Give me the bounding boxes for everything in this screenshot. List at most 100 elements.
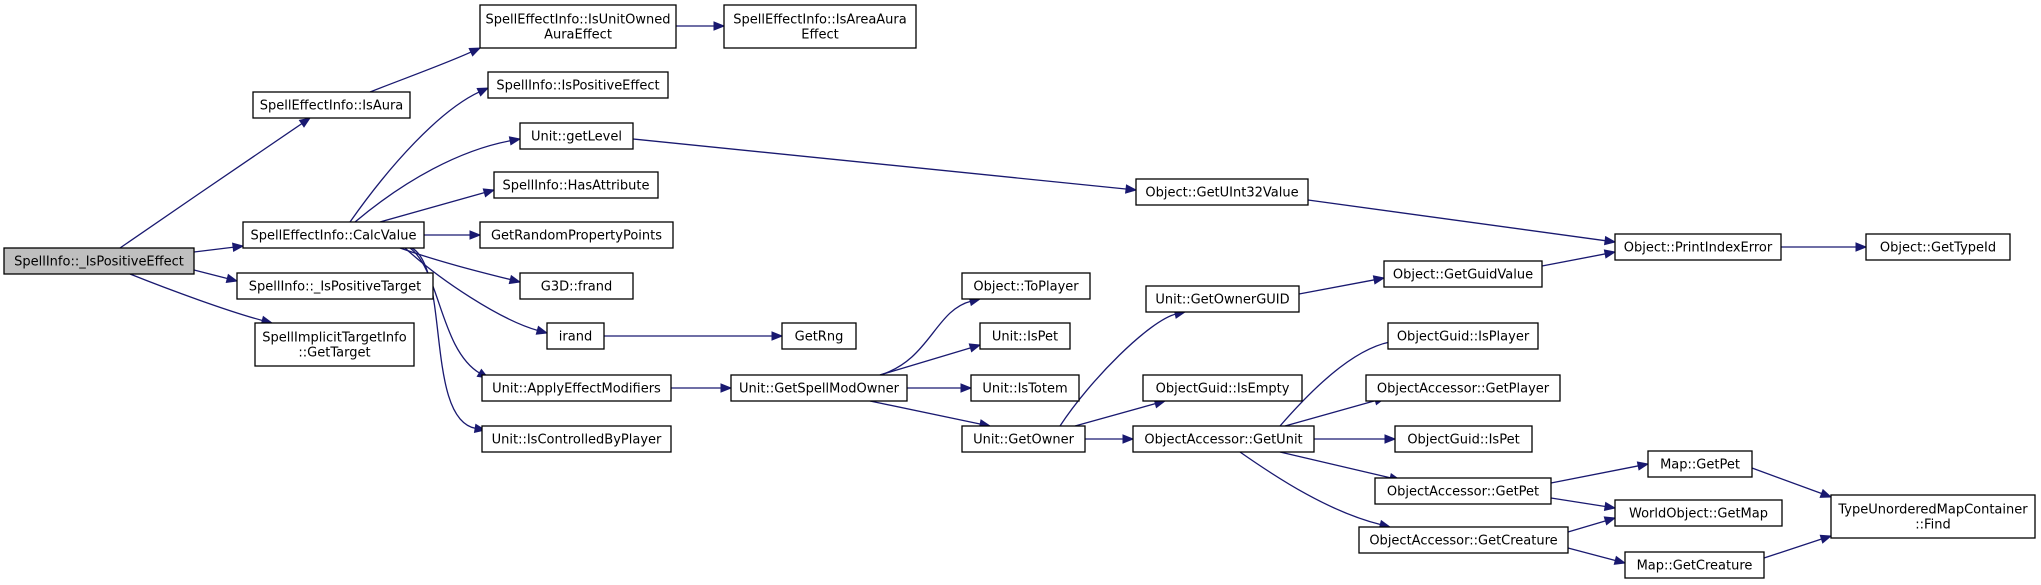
node-box: [1614, 233, 1782, 261]
node-box: [1135, 178, 1309, 206]
arrowhead: [1122, 434, 1135, 444]
arrowhead: [1372, 275, 1386, 285]
edge-line: [1550, 497, 1607, 508]
node-unit-getlevel[interactable]: Unit::getLevel: [519, 122, 634, 150]
node-object-printindexerror[interactable]: Object::PrintIndexError: [1614, 233, 1782, 261]
node-object-getuint32value[interactable]: Object::GetUInt32Value: [1135, 178, 1309, 206]
node-spellinfo-ispositiveeffect[interactable]: SpellInfo::IsPositiveEffect: [487, 71, 669, 99]
node-objectaccessor-getunit[interactable]: ObjectAccessor::GetUnit: [1132, 425, 1315, 453]
edge-objectaccessor-getunit-to-objectguid-ispet: [1314, 434, 1397, 444]
node-label: Unit::IsControlledByPlayer: [492, 433, 662, 448]
node-getrandompropertypoints[interactable]: GetRandomPropertyPoints: [479, 221, 674, 249]
edge-unit-getspellmodowner-to-unit-getowner: [869, 400, 992, 429]
node-irand[interactable]: irand: [546, 322, 605, 350]
node-spelleffectinfo-isaura[interactable]: SpellEffectInfo::IsAura: [252, 91, 411, 119]
arrowhead: [1855, 242, 1868, 252]
node-label: ObjectAccessor::GetUnit: [1144, 433, 1302, 448]
node-unit-getownerguid[interactable]: Unit::GetOwnerGUID: [1145, 285, 1300, 313]
node-box: [1374, 477, 1552, 505]
edge-line: [193, 269, 229, 280]
edge-unit-getspellmodowner-to-unit-ispet: [879, 343, 982, 376]
edge-line: [354, 139, 512, 223]
node-worldobject-getmap[interactable]: WorldObject::GetMap: [1614, 499, 1783, 527]
node-label: ObjectGuid::IsEmpty: [1156, 382, 1290, 397]
arrowhead: [1819, 488, 1833, 498]
node-typeunorderedmapcontainer-find[interactable]: TypeUnorderedMapContainer::Find: [1830, 494, 2036, 539]
node-label: Unit::GetSpellModOwner: [739, 382, 900, 397]
node-box: [1132, 425, 1315, 453]
node-unit-getowner[interactable]: Unit::GetOwner: [961, 425, 1086, 453]
node-spellinfo-ispositiveeffect-private[interactable]: SpellInfo::_IsPositiveEffect: [3, 247, 195, 275]
node-label: Map::GetPet: [1660, 458, 1740, 473]
node-object-getguidvalue[interactable]: Object::GetGuidValue: [1383, 260, 1543, 288]
edge-line: [379, 191, 486, 223]
node-label: SpellInfo::HasAttribute: [502, 179, 649, 194]
node-objectguid-isempty[interactable]: ObjectGuid::IsEmpty: [1142, 374, 1303, 402]
node-unit-istotem[interactable]: Unit::IsTotem: [970, 374, 1080, 402]
node-objectaccessor-getcreature[interactable]: ObjectAccessor::GetCreature: [1358, 526, 1569, 554]
edge-line: [119, 122, 303, 249]
node-getrng[interactable]: GetRng: [781, 322, 857, 350]
node-box: [1365, 374, 1561, 402]
arrowhead: [1819, 534, 1833, 544]
edge-line: [879, 346, 972, 376]
node-unit-ispet[interactable]: Unit::IsPet: [979, 322, 1071, 350]
node-label: SpellEffectInfo::IsAreaAura: [733, 13, 906, 28]
edge-line: [632, 138, 1128, 190]
edge-spellinfo-ispositiveeffect-private-to-spelleffectinfo-calcvalue: [193, 242, 245, 253]
node-label: SpellInfo::_IsPositiveEffect: [14, 255, 184, 270]
arrowhead: [508, 274, 522, 285]
node-box: [519, 122, 634, 150]
node-label: SpellImplicitTargetInfo: [262, 331, 406, 346]
edge-line: [369, 51, 473, 93]
node-spellinfo-hasattribute[interactable]: SpellInfo::HasAttribute: [493, 171, 659, 199]
node-objectaccessor-getpet[interactable]: ObjectAccessor::GetPet: [1374, 477, 1552, 505]
node-g3d-frand[interactable]: G3D::frand: [519, 272, 634, 300]
node-unit-applyeffectmodifiers[interactable]: Unit::ApplyEffectModifiers: [481, 374, 672, 402]
arrowhead: [1604, 235, 1617, 246]
node-objectguid-ispet[interactable]: ObjectGuid::IsPet: [1394, 425, 1533, 453]
edge-line: [1059, 313, 1177, 427]
edge-spelleffectinfo-calcvalue-to-unit-applyeffectmodifiers: [409, 247, 490, 379]
node-spellimplicittargetinfo-gettarget[interactable]: SpellImplicitTargetInfo::GetTarget: [254, 322, 415, 367]
node-box: [781, 322, 857, 350]
node-box: [970, 374, 1080, 402]
node-objectaccessor-getplayer[interactable]: ObjectAccessor::GetPlayer: [1365, 374, 1561, 402]
edge-line: [1298, 279, 1376, 295]
node-box: [252, 91, 411, 119]
node-objectguid-isplayer[interactable]: ObjectGuid::IsPlayer: [1387, 322, 1539, 350]
node-box: [1142, 374, 1303, 402]
arrowhead: [1636, 461, 1650, 471]
node-unit-iscontrolledbyplayer[interactable]: Unit::IsControlledByPlayer: [481, 425, 672, 453]
edge-unit-getowner-to-unit-getownerguid: [1059, 309, 1187, 427]
node-box: [254, 322, 415, 367]
node-box: [481, 374, 672, 402]
edge-line: [129, 273, 264, 322]
edge-line: [1279, 340, 1397, 427]
arrowhead: [232, 242, 245, 252]
edge-line: [1541, 253, 1607, 267]
node-label: SpellEffectInfo::IsAura: [260, 99, 404, 114]
node-label: ::GetTarget: [298, 346, 370, 361]
arrowhead: [1125, 184, 1138, 194]
node-label: GetRandomPropertyPoints: [491, 229, 662, 244]
edge-spellinfo-ispositiveeffect-private-to-spelleffectinfo-isaura: [119, 117, 312, 249]
node-spellinfo-ispositivetarget[interactable]: SpellInfo::_IsPositiveTarget: [236, 272, 434, 300]
node-label: Object::ToPlayer: [973, 280, 1079, 295]
node-object-toplayer[interactable]: Object::ToPlayer: [961, 272, 1091, 300]
node-spelleffectinfo-calcvalue[interactable]: SpellEffectInfo::CalcValue: [242, 221, 425, 249]
node-label: WorldObject::GetMap: [1629, 507, 1768, 522]
node-label: SpellInfo::_IsPositiveTarget: [249, 280, 422, 295]
node-object-gettypeid[interactable]: Object::GetTypeId: [1865, 233, 2011, 261]
edge-spellinfo-ispositiveeffect-private-to-spellinfo-ispositivetarget: [193, 269, 239, 283]
node-unit-getspellmodowner[interactable]: Unit::GetSpellModOwner: [730, 374, 908, 402]
node-label: G3D::frand: [541, 280, 613, 295]
node-label: ObjectGuid::IsPet: [1407, 433, 1519, 448]
node-map-getcreature[interactable]: Map::GetCreature: [1624, 551, 1765, 579]
arrowhead: [482, 188, 496, 198]
node-label: Unit::getLevel: [531, 130, 622, 145]
node-map-getpet[interactable]: Map::GetPet: [1647, 450, 1753, 478]
